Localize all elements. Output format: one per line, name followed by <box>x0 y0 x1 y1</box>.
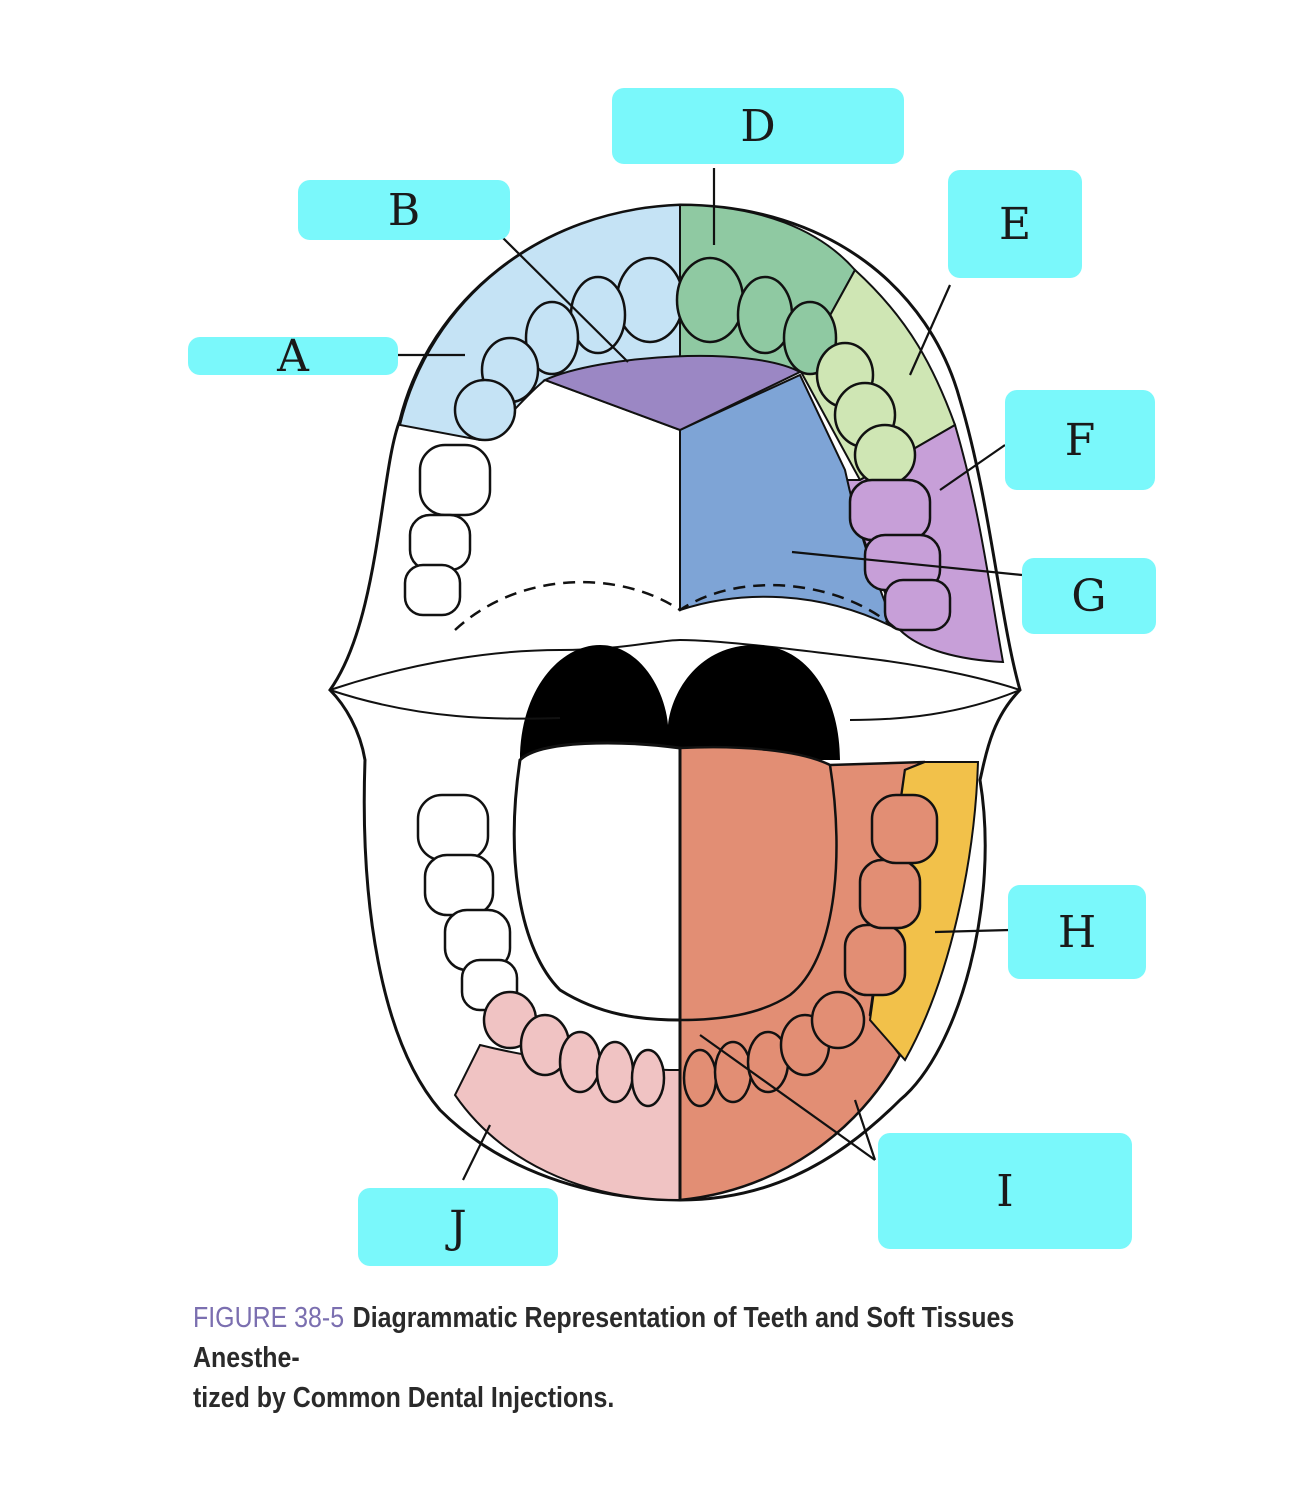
label-i-text: I <box>996 1165 1014 1217</box>
label-f[interactable]: F <box>1005 390 1155 490</box>
lower-lip-line <box>329 689 1021 721</box>
label-j[interactable]: J <box>358 1188 558 1266</box>
caption-line-1: Diagrammatic Representation of Teeth and… <box>193 1302 1015 1374</box>
label-d[interactable]: D <box>612 88 904 164</box>
soft-palate-line <box>454 580 896 631</box>
label-i[interactable]: I <box>878 1133 1132 1249</box>
label-b-text: B <box>387 184 421 236</box>
label-g-text: G <box>1071 570 1107 622</box>
label-d-text: D <box>740 100 776 152</box>
tongue-left <box>512 741 682 1022</box>
label-b[interactable]: B <box>298 180 510 240</box>
figure-number: FIGURE 38-5 <box>193 1302 345 1334</box>
lower-teeth <box>416 793 939 1108</box>
label-f-text: F <box>1064 414 1096 466</box>
label-e[interactable]: E <box>948 170 1082 278</box>
region-anterior-palate <box>542 354 803 432</box>
label-j-text: J <box>449 1201 467 1253</box>
tongue-back <box>520 645 840 760</box>
caption-line-2: tized by Common Dental Injections. <box>193 1382 615 1414</box>
tongue-right-edge <box>679 764 838 1022</box>
leader-lines <box>398 168 1023 1181</box>
label-a-text: A <box>277 330 309 382</box>
label-h-text: H <box>1057 906 1097 958</box>
label-g[interactable]: G <box>1022 558 1156 634</box>
label-e-text: E <box>998 198 1032 250</box>
upper-lip-line <box>329 638 1021 691</box>
label-a[interactable]: A <box>188 331 398 382</box>
label-h[interactable]: H <box>1008 885 1146 979</box>
upper-teeth <box>403 256 952 632</box>
